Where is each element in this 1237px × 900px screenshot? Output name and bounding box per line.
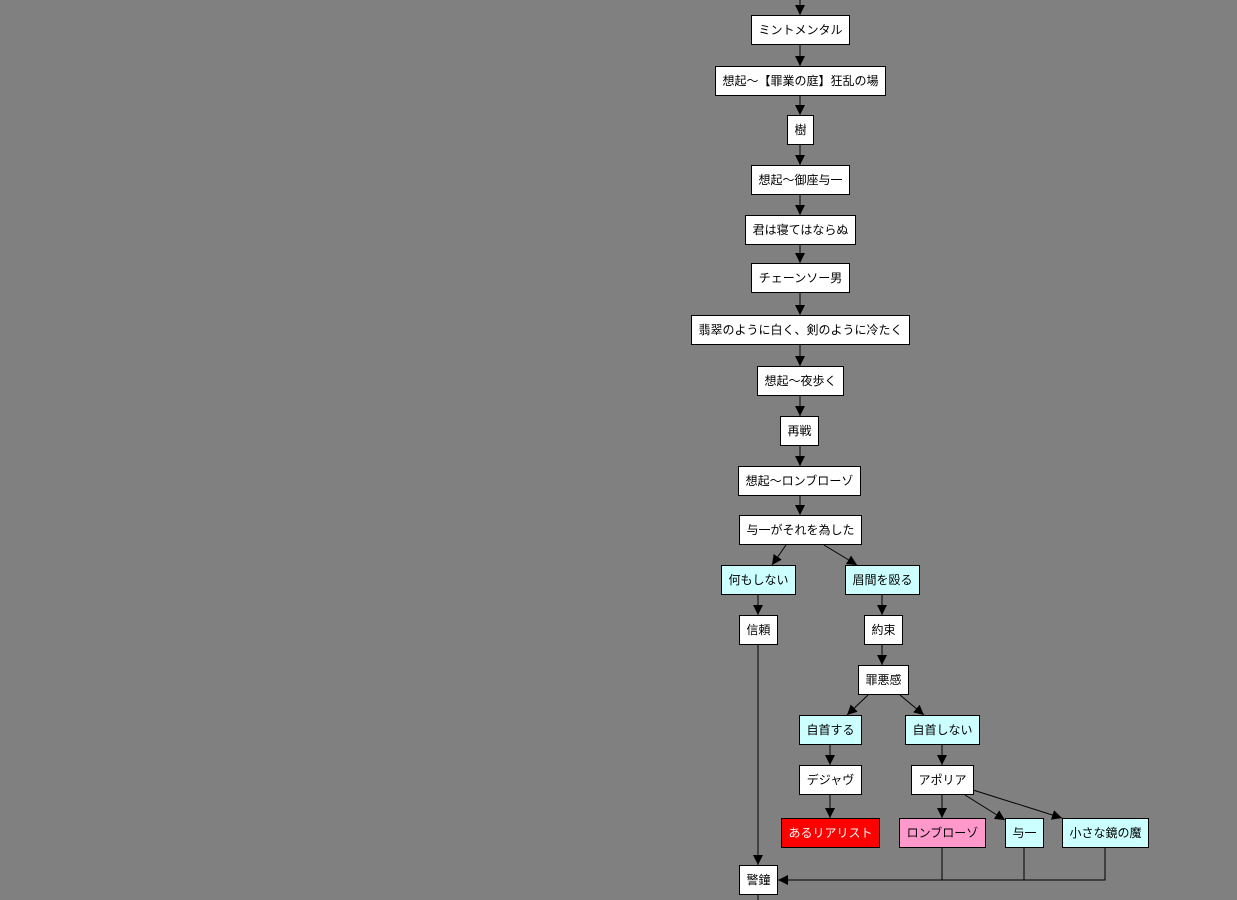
ending-a-realist[interactable]: あるリアリスト bbox=[781, 818, 880, 848]
node-aporia[interactable]: アポリア bbox=[911, 765, 974, 795]
node-must-not-sleep[interactable]: 君は寝てはならぬ bbox=[745, 215, 856, 245]
edge-yoichi-did-to-hit-forehead bbox=[823, 544, 858, 566]
choice-surrender[interactable]: 自首する bbox=[799, 715, 862, 745]
edge-aporia-to-yoichi bbox=[964, 794, 1006, 821]
node-yoichi[interactable]: 与一 bbox=[1005, 818, 1044, 848]
node-recall-sin-garden[interactable]: 想起～【罪業の庭】狂乱の場 bbox=[715, 66, 886, 96]
edge-small-mirror-to-alarm-bell bbox=[778, 848, 1106, 885]
ending-lombroso[interactable]: ロンブローゾ bbox=[899, 818, 986, 848]
node-alarm-bell[interactable]: 警鐘 bbox=[739, 865, 778, 895]
node-deja-vu[interactable]: デジャヴ bbox=[799, 765, 862, 795]
node-white-jade[interactable]: 翡翠のように白く、剣のように冷たく bbox=[691, 315, 910, 345]
node-trust[interactable]: 信頼 bbox=[739, 615, 778, 645]
edge-aporia-to-small-mirror bbox=[972, 789, 1063, 820]
node-recall-lombroso[interactable]: 想起～ロンブローゾ bbox=[738, 466, 861, 496]
node-chainsaw-man[interactable]: チェーンソー男 bbox=[751, 263, 850, 293]
choice-hit-forehead[interactable]: 眉間を殴る bbox=[845, 565, 920, 595]
node-tree[interactable]: 樹 bbox=[787, 115, 814, 145]
node-small-mirror[interactable]: 小さな鏡の魔 bbox=[1062, 818, 1149, 848]
edge-yoichi-did-to-do-nothing bbox=[771, 544, 787, 566]
node-recall-night-walk[interactable]: 想起～夜歩く bbox=[757, 366, 844, 396]
edge-guilt-to-not-surrender bbox=[899, 694, 925, 716]
node-guilt[interactable]: 罪悪感 bbox=[858, 665, 909, 695]
node-mint-mental[interactable]: ミントメンタル bbox=[751, 15, 850, 45]
choice-do-nothing[interactable]: 何もしない bbox=[721, 565, 796, 595]
node-rematch[interactable]: 再戦 bbox=[780, 416, 819, 446]
choice-not-surrender[interactable]: 自首しない bbox=[905, 715, 980, 745]
node-promise[interactable]: 約束 bbox=[864, 615, 903, 645]
edge-guilt-to-surrender bbox=[846, 694, 869, 716]
node-recall-throne[interactable]: 想起～御座与一 bbox=[751, 165, 850, 195]
node-yoichi-did-it[interactable]: 与一がそれを為した bbox=[739, 515, 862, 545]
